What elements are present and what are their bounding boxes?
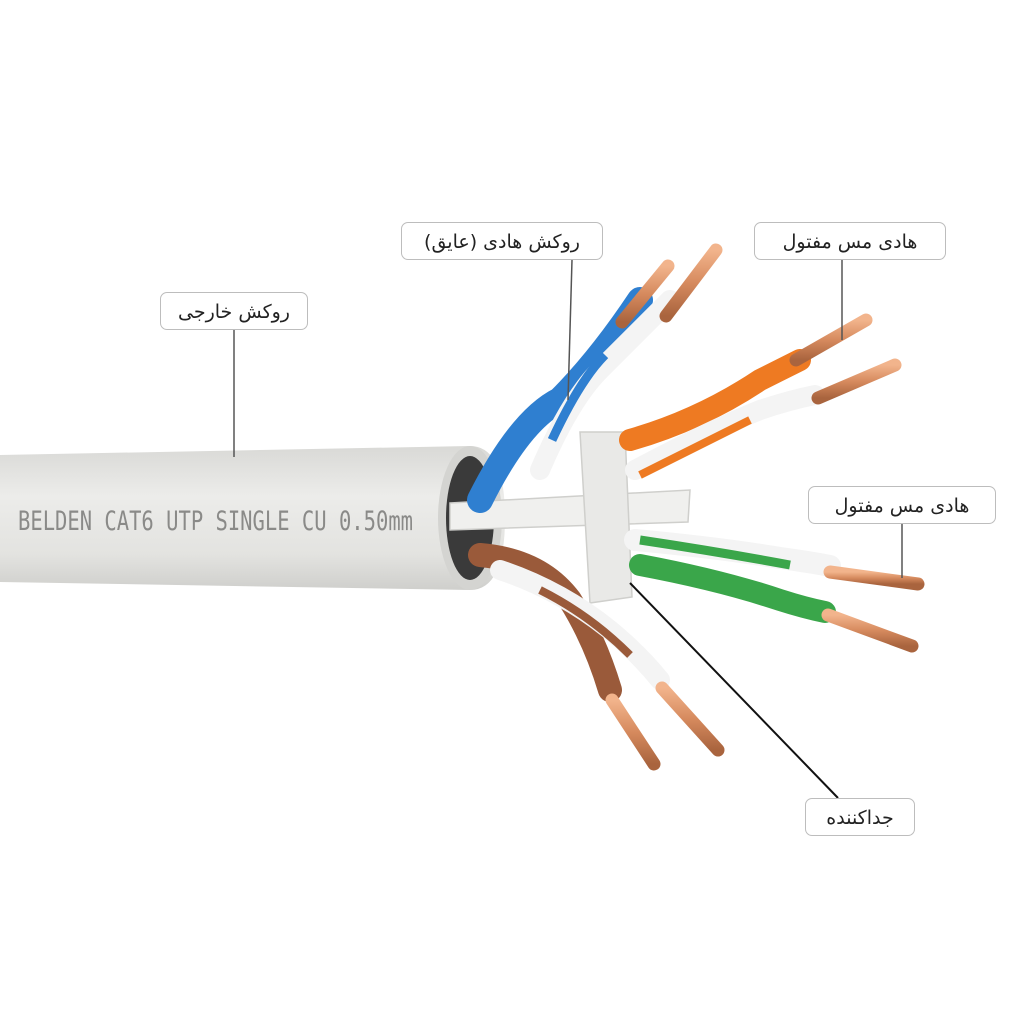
green-pair bbox=[624, 529, 925, 653]
label-copper-conductor-right: هادی مس مفتول bbox=[808, 486, 996, 524]
leader-separator bbox=[629, 582, 839, 799]
label-copper-conductor-top: هادی مس مفتول bbox=[754, 222, 946, 260]
blue-pair bbox=[467, 243, 723, 513]
separator-spline bbox=[449, 431, 691, 604]
label-outer-jacket: روکش خارجی bbox=[160, 292, 308, 330]
leader-lines bbox=[233, 259, 903, 799]
leader-insulation bbox=[567, 259, 573, 401]
cable-print-text: BELDEN CAT6 UTP SINGLE CU 0.50mm bbox=[18, 506, 413, 537]
label-insulation: روکش هادی (عایق) bbox=[401, 222, 603, 260]
orange-pair bbox=[619, 313, 902, 480]
brown-pair bbox=[468, 543, 725, 771]
label-separator: جداکننده bbox=[805, 798, 915, 836]
